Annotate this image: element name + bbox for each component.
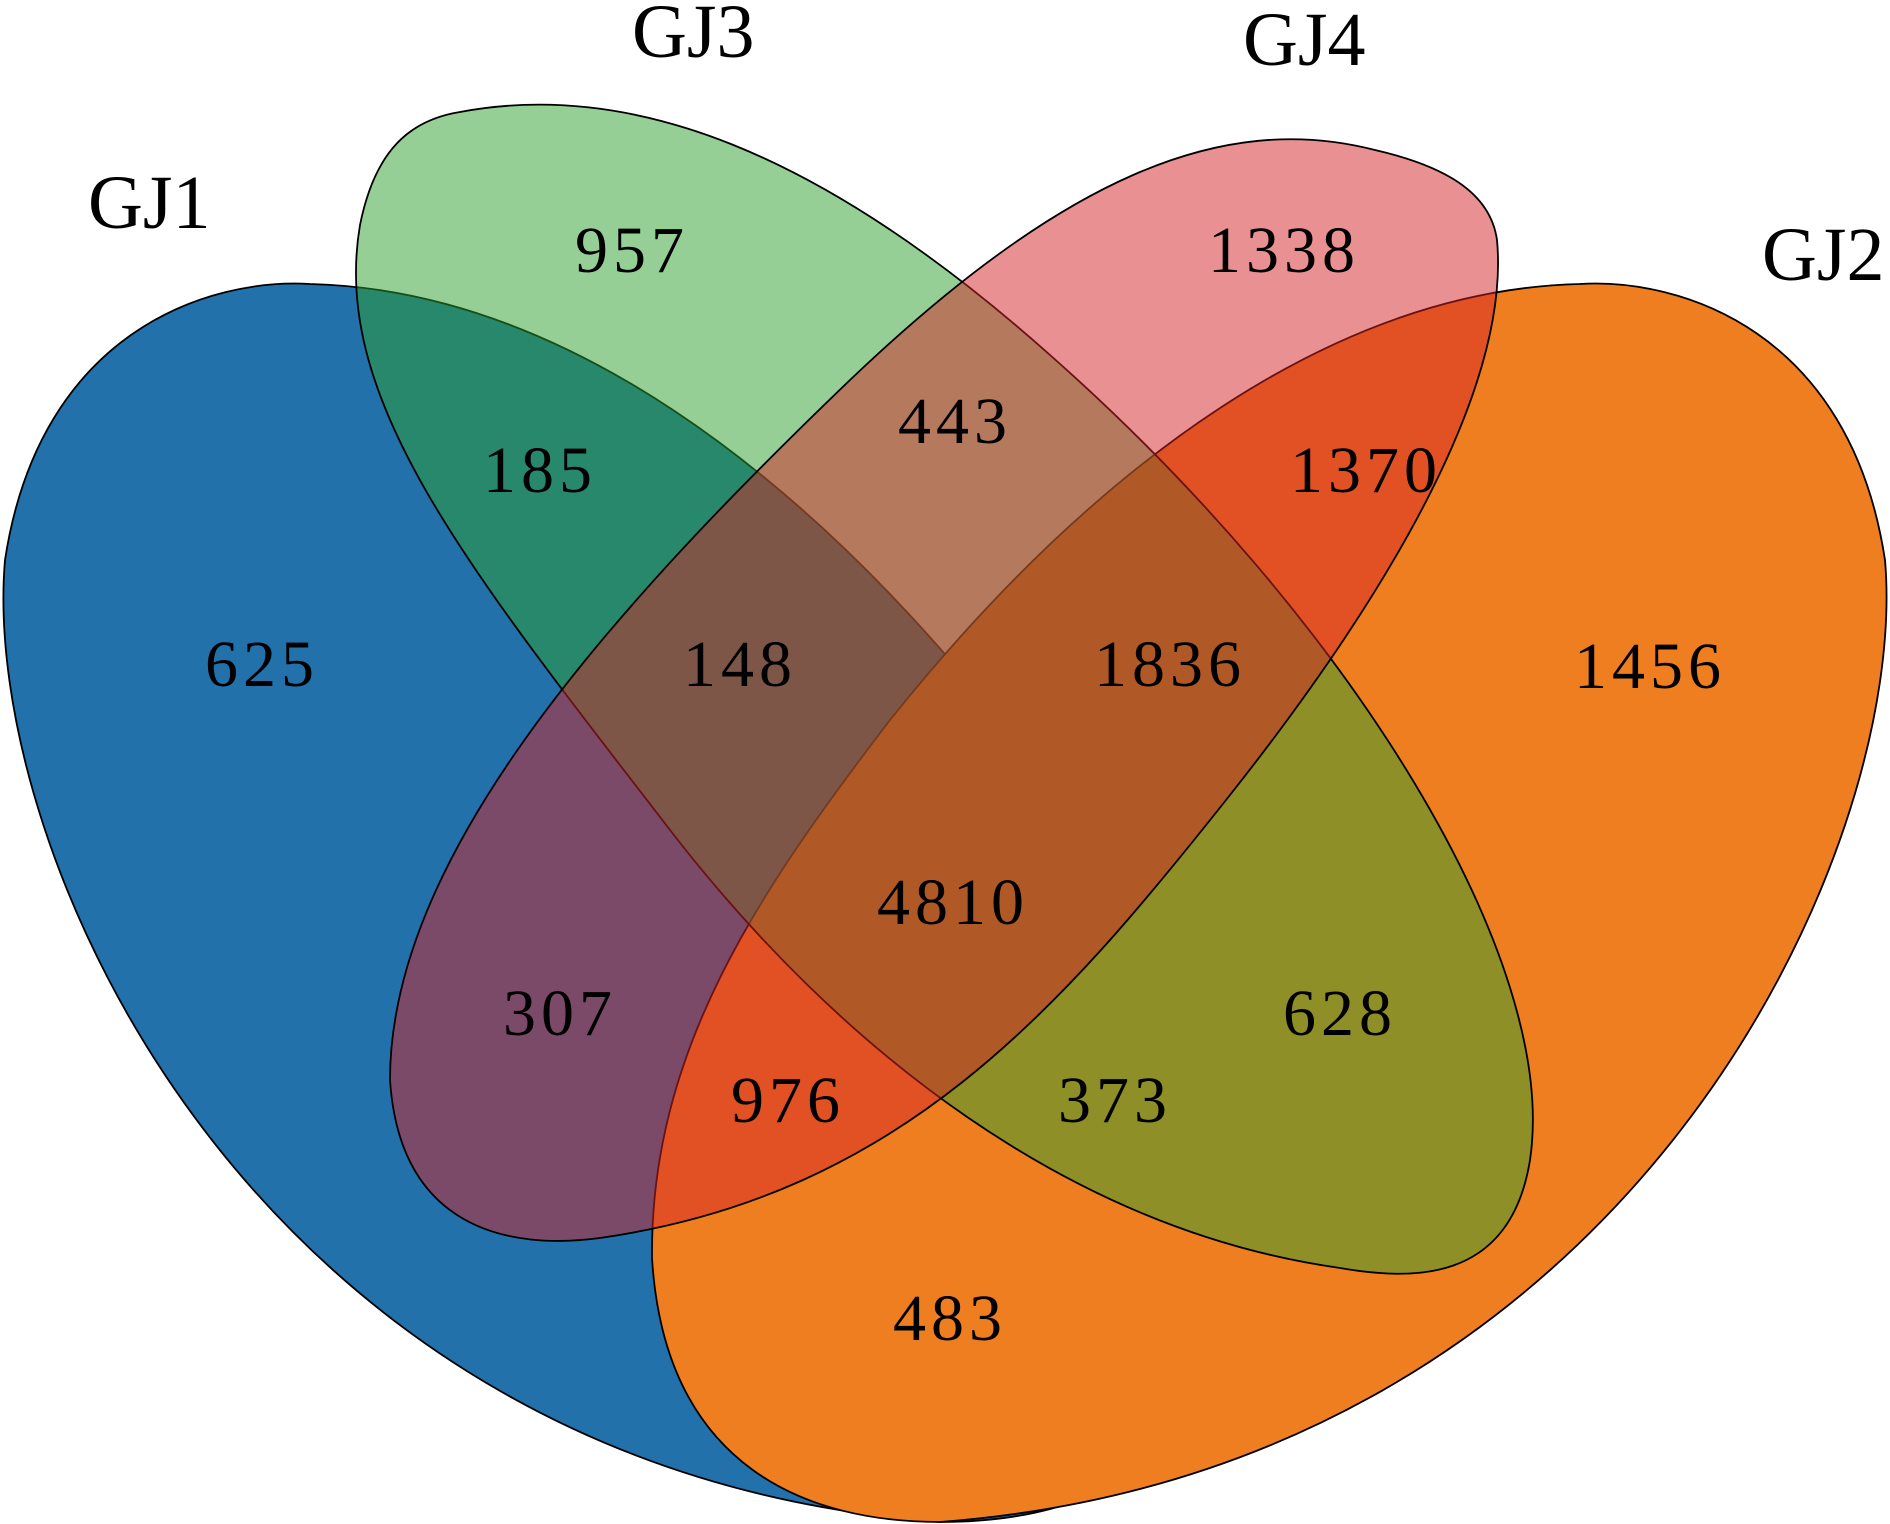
region-count-gj3-only: 957	[575, 214, 689, 287]
set-ellipse-gj4	[389, 138, 1499, 1242]
region-count-gj2-only: 1456	[1574, 630, 1726, 703]
region-count-gj1-gj3-gj4: 148	[683, 628, 797, 701]
region-count-gj3-gj4: 443	[898, 385, 1012, 458]
region-count-gj1-gj4: 307	[503, 977, 617, 1050]
region-count-gj3-gj4-gj2: 1836	[1094, 628, 1246, 701]
set-label-gj4: GJ4	[1243, 0, 1365, 82]
region-count-gj4-gj2: 1370	[1290, 434, 1442, 507]
region-count-all-four: 4810	[877, 866, 1029, 939]
set-label-gj1: GJ1	[88, 161, 210, 245]
region-count-gj1-gj2: 483	[893, 1282, 1007, 1355]
region-count-gj3-gj2: 628	[1283, 977, 1397, 1050]
region-count-gj4-only: 1338	[1208, 214, 1360, 287]
set-label-gj2: GJ2	[1762, 213, 1884, 297]
region-count-gj1-only: 625	[205, 628, 319, 701]
region-count-gj1-gj2-gj3: 373	[1058, 1064, 1172, 1137]
set-label-gj3: GJ3	[632, 0, 754, 74]
region-count-gj1-gj3: 185	[483, 434, 597, 507]
region-count-gj1-gj2-gj4: 976	[731, 1064, 845, 1137]
